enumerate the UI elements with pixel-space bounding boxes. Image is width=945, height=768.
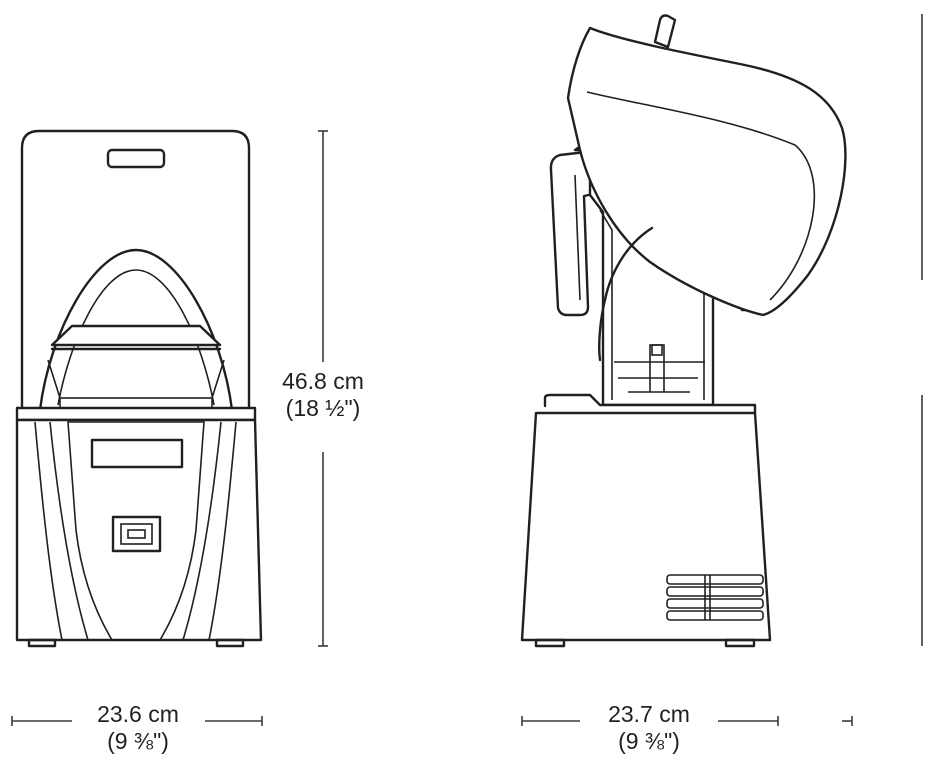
front-height-dimension bbox=[318, 130, 328, 647]
front-height-imperial: (18 ½") bbox=[285, 395, 361, 421]
front-height-label: 46.8 cm (18 ½") bbox=[268, 368, 378, 422]
front-foot-right bbox=[215, 638, 245, 648]
front-shroud-handle bbox=[106, 148, 166, 169]
side-shroud-handle bbox=[653, 14, 677, 49]
side-vent-grille bbox=[666, 574, 764, 621]
front-base-band bbox=[15, 406, 257, 422]
side-width-dimension bbox=[521, 716, 853, 726]
front-control-button-core bbox=[127, 529, 146, 539]
front-height-metric: 46.8 cm bbox=[282, 368, 364, 394]
side-foot-right bbox=[724, 638, 756, 648]
front-control-panel bbox=[67, 421, 205, 641]
side-base-top bbox=[543, 393, 757, 415]
side-width-metric: 23.7 cm bbox=[608, 701, 690, 727]
front-base-contours bbox=[34, 421, 237, 641]
front-control-button bbox=[111, 515, 162, 553]
side-shroud-arc bbox=[603, 226, 654, 302]
side-blade bbox=[614, 344, 705, 393]
front-width-dimension bbox=[11, 716, 263, 726]
side-view bbox=[520, 14, 847, 648]
front-view bbox=[15, 129, 263, 648]
side-shroud-cover bbox=[566, 26, 847, 317]
side-foot-left bbox=[534, 638, 566, 648]
front-foot-left bbox=[27, 638, 57, 648]
front-jar-lines bbox=[47, 359, 225, 399]
front-jar-collar bbox=[50, 324, 222, 347]
front-width-imperial: (9 ⅜") bbox=[107, 728, 169, 754]
front-width-label: 23.6 cm (9 ⅜") bbox=[78, 701, 198, 755]
side-motor-base bbox=[520, 411, 772, 642]
side-blade-nut bbox=[651, 344, 663, 356]
side-width-label: 23.7 cm (9 ⅜") bbox=[586, 701, 712, 755]
front-display bbox=[90, 438, 184, 469]
side-shroud-inner bbox=[586, 91, 816, 301]
side-jar-handle-inner bbox=[574, 174, 581, 301]
side-shroud-arc-lower bbox=[598, 298, 607, 362]
front-control-button-inner bbox=[120, 523, 153, 545]
front-width-metric: 23.6 cm bbox=[97, 701, 179, 727]
side-width-imperial: (9 ⅜") bbox=[618, 728, 680, 754]
